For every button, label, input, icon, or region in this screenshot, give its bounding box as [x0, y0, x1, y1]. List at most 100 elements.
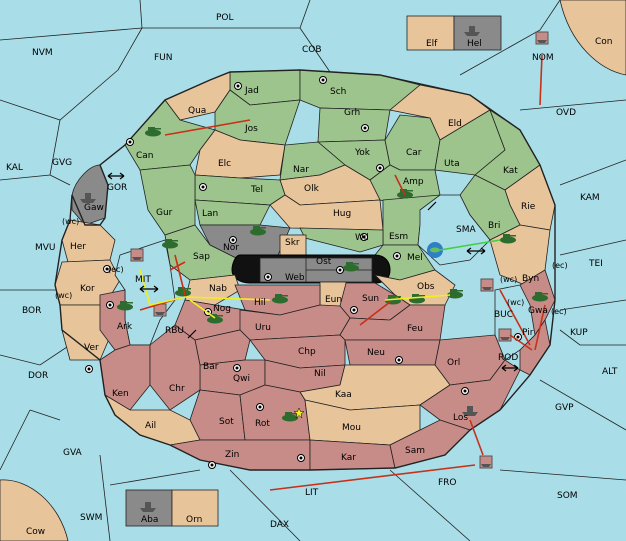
supply-center-neu — [395, 356, 403, 364]
fleet-fro[interactable] — [479, 455, 493, 469]
label-bor: BOR — [22, 306, 41, 316]
army-nor[interactable] — [250, 226, 266, 236]
label-chp: Chp — [298, 347, 316, 357]
label-pol: POL — [216, 13, 234, 23]
label-jos: Jos — [244, 124, 258, 134]
supply-center-ost — [336, 266, 344, 274]
label-orn: Orn — [186, 515, 202, 525]
label-hil: Hil — [254, 298, 266, 308]
label-sap: Sap — [193, 252, 210, 262]
army-sap[interactable] — [162, 239, 178, 249]
fleet-aba[interactable] — [140, 502, 156, 512]
label-gur: Gur — [156, 208, 173, 218]
fleet-mit[interactable] — [130, 248, 144, 262]
label-gvg: GVG — [52, 158, 72, 168]
label-eun: Eun — [325, 295, 342, 305]
label-mvu: MVU — [35, 243, 56, 253]
order-hil — [184, 296, 271, 301]
label-buc: BUC — [494, 310, 513, 320]
label-ark: Ark — [117, 322, 133, 332]
region-sot[interactable] — [189, 389, 246, 441]
label-swm: SWM — [80, 513, 102, 523]
fleet-sma[interactable] — [427, 242, 443, 258]
fleet-rod[interactable] — [498, 328, 512, 342]
army-ost[interactable] — [343, 262, 359, 272]
fleet-gaw[interactable] — [80, 193, 96, 203]
label-byn: Byn — [522, 274, 539, 284]
supply-center-wil — [360, 233, 368, 241]
label-zin: Zin — [225, 450, 239, 460]
label-ver: Ver — [84, 343, 99, 353]
supply-center-sun — [350, 306, 358, 314]
label-nvm: NVM — [32, 48, 53, 58]
order-mit — [139, 269, 186, 306]
label-her: Her — [70, 242, 86, 252]
supply-center-ver — [85, 365, 93, 373]
fleet-los[interactable] — [462, 406, 478, 416]
region-wil[interactable] — [299, 227, 384, 253]
label-tel: Tel — [250, 185, 263, 195]
coast-kor-wc: (wc) — [55, 291, 72, 300]
label-cob: COB — [302, 45, 322, 55]
army-bri[interactable] — [500, 234, 516, 244]
label-dax: DAX — [270, 520, 289, 530]
army-ark[interactable] — [117, 301, 133, 311]
army-obs[interactable] — [447, 289, 463, 299]
label-wil: Wil — [355, 233, 369, 243]
fleet-rbu[interactable] — [153, 303, 167, 317]
label-cow: Cow — [26, 527, 45, 537]
coast-her-wc: (wc) — [62, 217, 79, 226]
label-qua: Qua — [188, 106, 206, 116]
canal-mit — [139, 285, 159, 293]
label-sam: Sam — [405, 446, 425, 456]
army-hil[interactable] — [272, 294, 288, 304]
label-rbu: RBU — [165, 326, 184, 336]
label-rod: ROD — [498, 353, 518, 363]
label-mit: MIT — [135, 275, 151, 285]
label-dor: DOR — [28, 371, 48, 381]
label-ail: Ail — [145, 421, 156, 431]
label-hug: Hug — [333, 209, 351, 219]
label-uta: Uta — [444, 159, 460, 169]
supply-center-rot — [256, 403, 264, 411]
label-olk: Olk — [304, 184, 320, 194]
label-grh: Grh — [344, 108, 360, 118]
label-orl: Orl — [447, 358, 460, 368]
label-mou: Mou — [342, 423, 361, 433]
region-gur[interactable] — [139, 164, 196, 236]
label-rot: Rot — [255, 419, 270, 429]
supply-center-ark — [106, 301, 114, 309]
label-con: Con — [595, 37, 613, 47]
label-can: Can — [136, 151, 154, 161]
label-hel: Hel — [467, 39, 482, 49]
coast-gwa-ec: (ec) — [551, 307, 567, 316]
orders — [107, 54, 546, 491]
army-gwa[interactable] — [532, 292, 548, 302]
region-her[interactable] — [61, 219, 116, 263]
army-nab[interactable] — [175, 287, 191, 297]
region-car[interactable] — [384, 114, 441, 171]
label-sot: Sot — [219, 417, 234, 427]
fleet-buc[interactable] — [480, 278, 494, 292]
label-nor: Nor — [223, 243, 239, 253]
fleet-nom[interactable] — [535, 31, 549, 45]
region-con[interactable] — [559, 0, 626, 76]
army-jos[interactable] — [145, 127, 161, 137]
label-kaa: Kaa — [335, 390, 352, 400]
region-orn[interactable] — [171, 489, 219, 527]
region-neu[interactable] — [344, 339, 441, 366]
region-chr[interactable] — [149, 324, 201, 411]
land-labels: Jad Sch Qua Jos Grh Eld Can Yok Car Elc … — [26, 37, 613, 537]
order-los — [469, 419, 484, 456]
label-gor: GOR — [107, 183, 127, 193]
label-qwi: Qwi — [233, 374, 250, 384]
label-amp: Amp — [403, 177, 424, 187]
order-buc — [499, 289, 531, 346]
army-rot[interactable] — [282, 412, 298, 422]
order-gwa — [534, 304, 546, 351]
label-fro: FRO — [438, 478, 457, 488]
fleet-hel[interactable] — [464, 26, 480, 36]
coast-byn-ec: (ec) — [552, 261, 568, 270]
supply-center-web — [264, 273, 272, 281]
order-nom — [539, 54, 543, 106]
